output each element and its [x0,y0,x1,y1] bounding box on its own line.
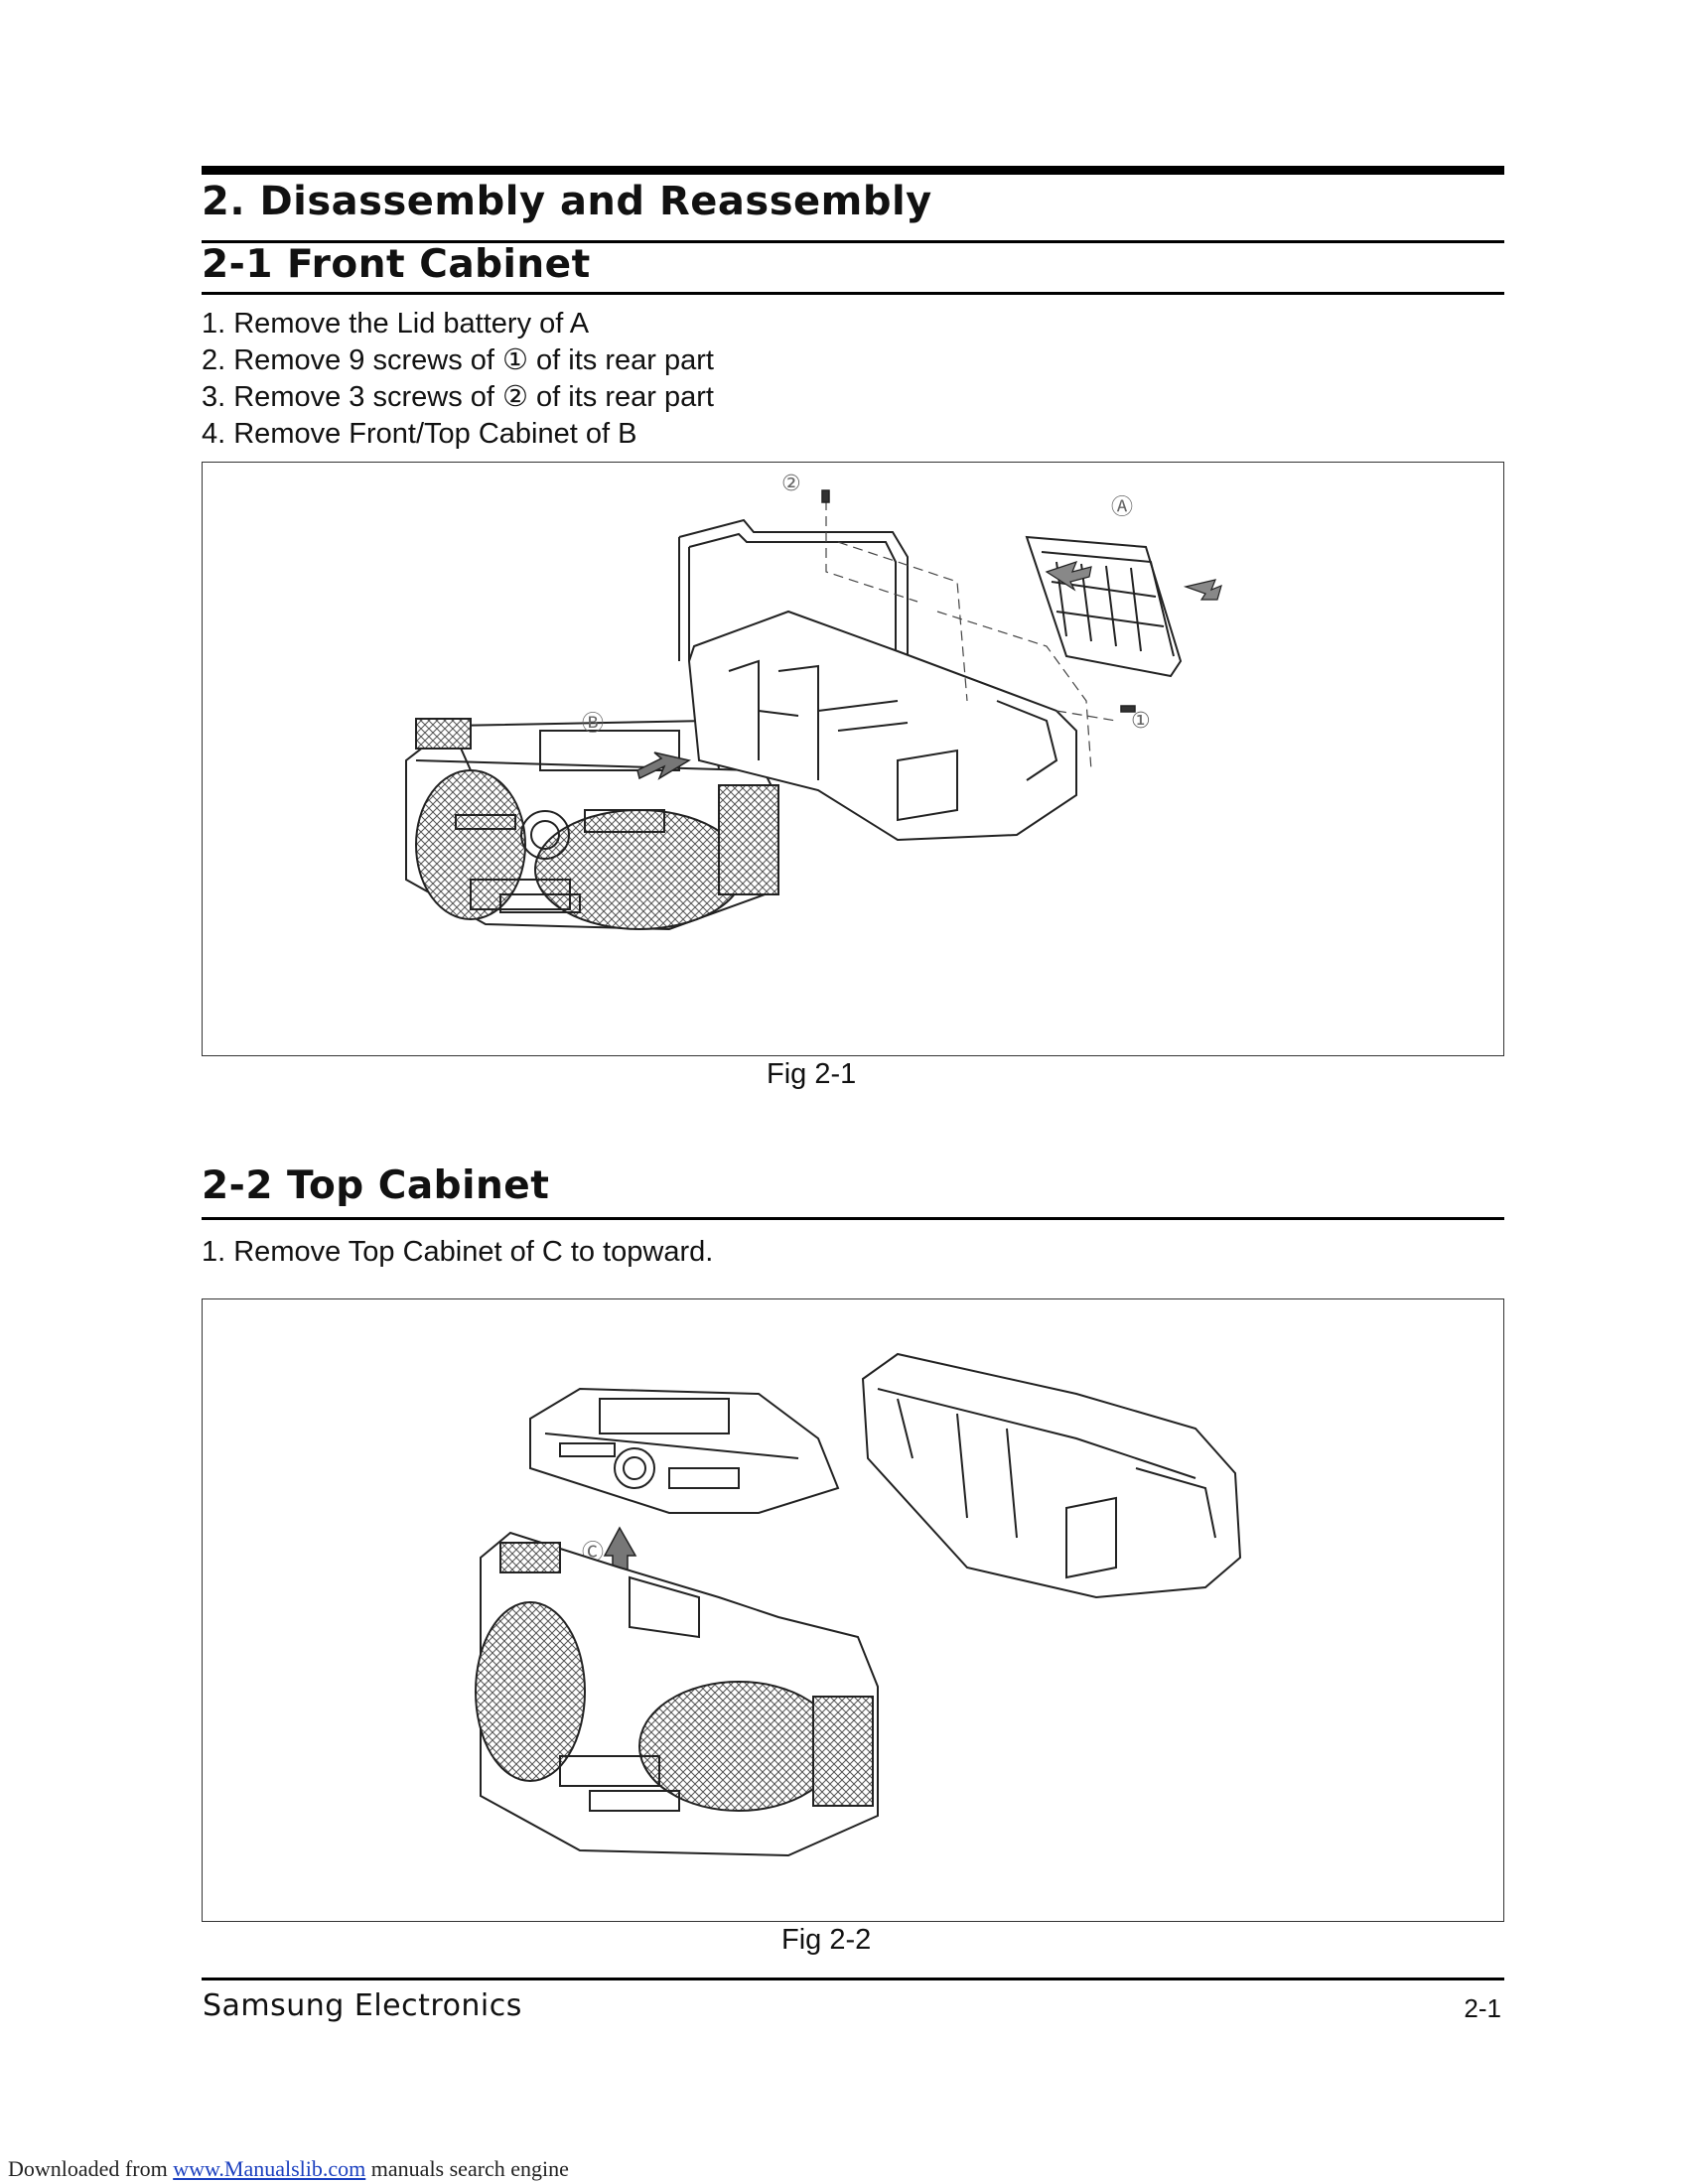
screw-icon [821,489,1136,713]
top-cabinet-drawing [529,1387,840,1514]
rear-cabinet-drawing [678,518,1077,842]
download-suffix: manuals search engine [365,2156,569,2181]
screw-guide-lines [825,500,1117,771]
footer-rule [202,1978,1504,1980]
subsection-title-top-cabinet: 2-2 Top Cabinet [202,1163,550,1208]
label-b: Ⓑ [582,712,604,737]
label-screw-2: ② [781,472,801,496]
section-title: 2. Disassembly and Reassembly [202,179,932,224]
figure-caption-2-2: Fig 2-2 [781,1924,872,1956]
label-screw-1: ① [1131,709,1151,734]
front-cabinet-lower-drawing [475,1531,879,1857]
step-item: 1. Remove the Lid battery of A [202,308,590,340]
step-item: 3. Remove 3 screws of ② of its rear part [202,381,714,413]
top-thick-rule [202,166,1504,175]
subsection-rule-top-cabinet [202,1217,1504,1220]
footer-page-number: 2-1 [1464,1993,1501,2023]
footer-company: Samsung Electronics [203,1988,522,2023]
exploded-view-front-cabinet: Ⓑ ② ① [405,472,1222,931]
label-a: Ⓐ [1111,495,1133,520]
top-cabinet-steps: 1. Remove Top Cabinet of C to topward. [202,1234,713,1271]
subsection-rule-front-cabinet [202,292,1504,295]
exploded-view-top-cabinet: Ⓒ [475,1352,1242,1857]
figure-caption-2-1: Fig 2-1 [767,1058,857,1090]
manualslib-link[interactable]: www.Manualslib.com [173,2156,366,2181]
front-cabinet-steps: 1. Remove the Lid battery of A 2. Remove… [202,306,714,453]
battery-lid-drawing [1025,535,1183,678]
step-item: 1. Remove Top Cabinet of C to topward. [202,1236,714,1268]
step-item: 2. Remove 9 screws of ① of its rear part [202,344,714,376]
figure-2-1: Ⓑ ② ① [202,462,1504,1056]
assembled-boombox-drawing [405,718,780,931]
section-title-rule [202,240,1504,243]
step-item: 4. Remove Front/Top Cabinet of B [202,418,637,450]
download-banner: Downloaded from www.Manualslib.com manua… [8,2156,569,2182]
figure-2-2: Ⓒ [202,1298,1504,1922]
arrow-lid-left [1045,561,1092,592]
subsection-title-front-cabinet: 2-1 Front Cabinet [202,242,591,287]
rear-cabinet-drawing-2 [861,1352,1242,1599]
download-prefix: Downloaded from [8,2156,174,2181]
arrow-b [636,751,691,780]
arrow-lid-right [1183,579,1222,601]
